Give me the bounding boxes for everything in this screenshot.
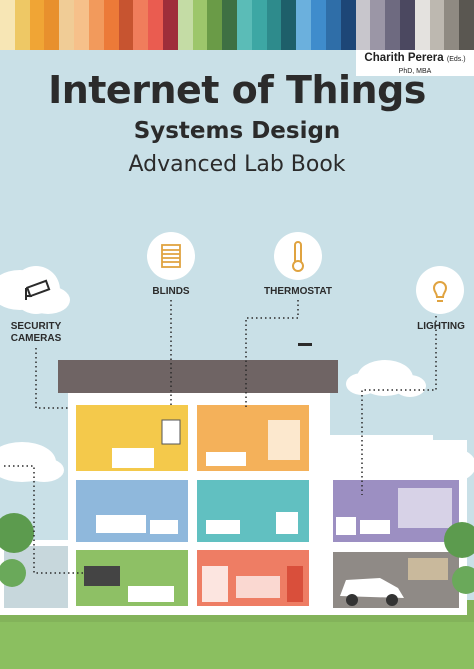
label-security-cameras: SECURITY CAMERAS xyxy=(2,321,70,345)
color-swatch xyxy=(296,0,312,50)
color-swatch xyxy=(444,0,460,50)
thermometer-icon xyxy=(274,232,322,280)
color-swatch xyxy=(0,0,15,50)
color-swatch xyxy=(311,0,326,50)
author-box: Charith Perera (Eds.) PhD, MBA xyxy=(356,50,474,76)
title-main: Internet of Things xyxy=(48,68,426,112)
color-swatch xyxy=(414,0,430,50)
title-sub: Systems Design xyxy=(133,118,341,144)
color-swatch xyxy=(251,0,267,50)
color-swatch xyxy=(192,0,208,50)
color-swatch xyxy=(237,0,252,50)
color-swatch xyxy=(74,0,89,50)
author-name-text: Charith Perera xyxy=(364,52,444,64)
color-swatch xyxy=(385,0,400,50)
label-security-line1: SECURITY xyxy=(10,321,62,332)
label-blinds: BLINDS xyxy=(152,286,190,297)
author-eds: (Eds.) xyxy=(446,56,466,63)
color-swatch-strip xyxy=(0,0,474,50)
color-swatch xyxy=(44,0,60,50)
color-swatch xyxy=(281,0,297,50)
blinds-icon xyxy=(147,232,195,280)
color-swatch xyxy=(325,0,341,50)
security-camera-icon xyxy=(12,266,60,314)
color-swatch xyxy=(103,0,119,50)
color-swatch xyxy=(399,0,415,50)
color-swatch xyxy=(266,0,282,50)
light-bulb-icon xyxy=(416,266,464,314)
color-swatch xyxy=(207,0,223,50)
color-swatch xyxy=(88,0,104,50)
color-swatch xyxy=(59,0,75,50)
color-swatch xyxy=(222,0,237,50)
author-degree: PhD, MBA xyxy=(398,68,432,75)
color-swatch xyxy=(133,0,149,50)
title-tagline: Advanced Lab Book xyxy=(128,152,346,177)
color-swatch xyxy=(177,0,193,50)
color-swatch xyxy=(355,0,371,50)
color-swatch xyxy=(162,0,178,50)
color-swatch xyxy=(370,0,386,50)
author-name: Charith Perera (Eds.) xyxy=(356,51,474,67)
color-swatch xyxy=(459,0,474,50)
label-thermostat: THERMOSTAT xyxy=(264,286,332,297)
label-security-line2: CAMERAS xyxy=(10,333,62,344)
color-swatch xyxy=(429,0,445,50)
color-swatch xyxy=(118,0,134,50)
color-swatch xyxy=(148,0,163,50)
color-swatch xyxy=(29,0,45,50)
label-lighting: LIGHTING xyxy=(417,321,465,332)
color-swatch xyxy=(340,0,356,50)
color-swatch xyxy=(14,0,30,50)
